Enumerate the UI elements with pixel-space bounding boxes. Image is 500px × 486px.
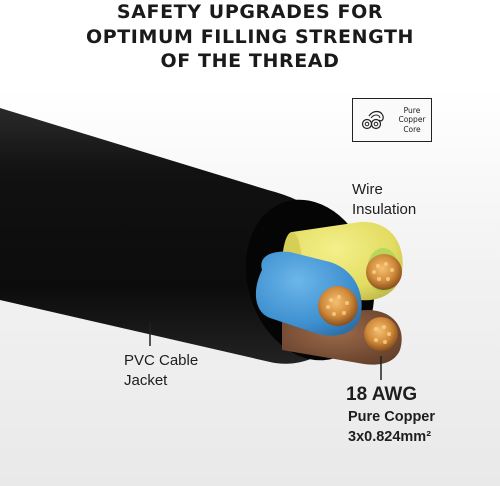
pvc-jacket-line-2: Jacket bbox=[124, 372, 168, 389]
badge-label: Pure Copper Core bbox=[393, 106, 431, 134]
wire-insulation-line-2: Insulation bbox=[352, 201, 417, 218]
pvc-jacket-label: PVC Cable Jacket bbox=[124, 351, 198, 391]
pvc-jacket-line-1: PVC Cable bbox=[124, 352, 199, 369]
title-line-2: OPTIMUM FILLING STRENGTH bbox=[85, 25, 415, 48]
page-title: SAFETY UPGRADES FOR OPTIMUM FILLING STRE… bbox=[0, 0, 500, 74]
awg-gauge: 18 AWG bbox=[346, 384, 418, 405]
title-line-3: OF THE THREAD bbox=[160, 50, 340, 72]
pure-copper-core-badge: Pure Copper Core bbox=[352, 98, 432, 142]
badge-line-3: Core bbox=[403, 124, 421, 134]
awg-material: Pure Copper bbox=[348, 409, 436, 425]
wire-insulation-line-1: Wire bbox=[352, 181, 383, 198]
wire-insulation-label: Wire Insulation bbox=[352, 180, 416, 220]
copper-wire-coil-icon bbox=[361, 110, 384, 130]
badge-line-1: Pure bbox=[403, 106, 421, 115]
badge-line-2: Copper bbox=[398, 115, 426, 125]
title-line-1: SAFETY UPGRADES FOR bbox=[116, 1, 384, 23]
copper-strands bbox=[326, 262, 394, 344]
awg-spec-label: 18 AWG Pure Copper 3x0.824mm² bbox=[346, 383, 435, 447]
awg-cross-section: 3x0.824mm² bbox=[348, 429, 432, 445]
